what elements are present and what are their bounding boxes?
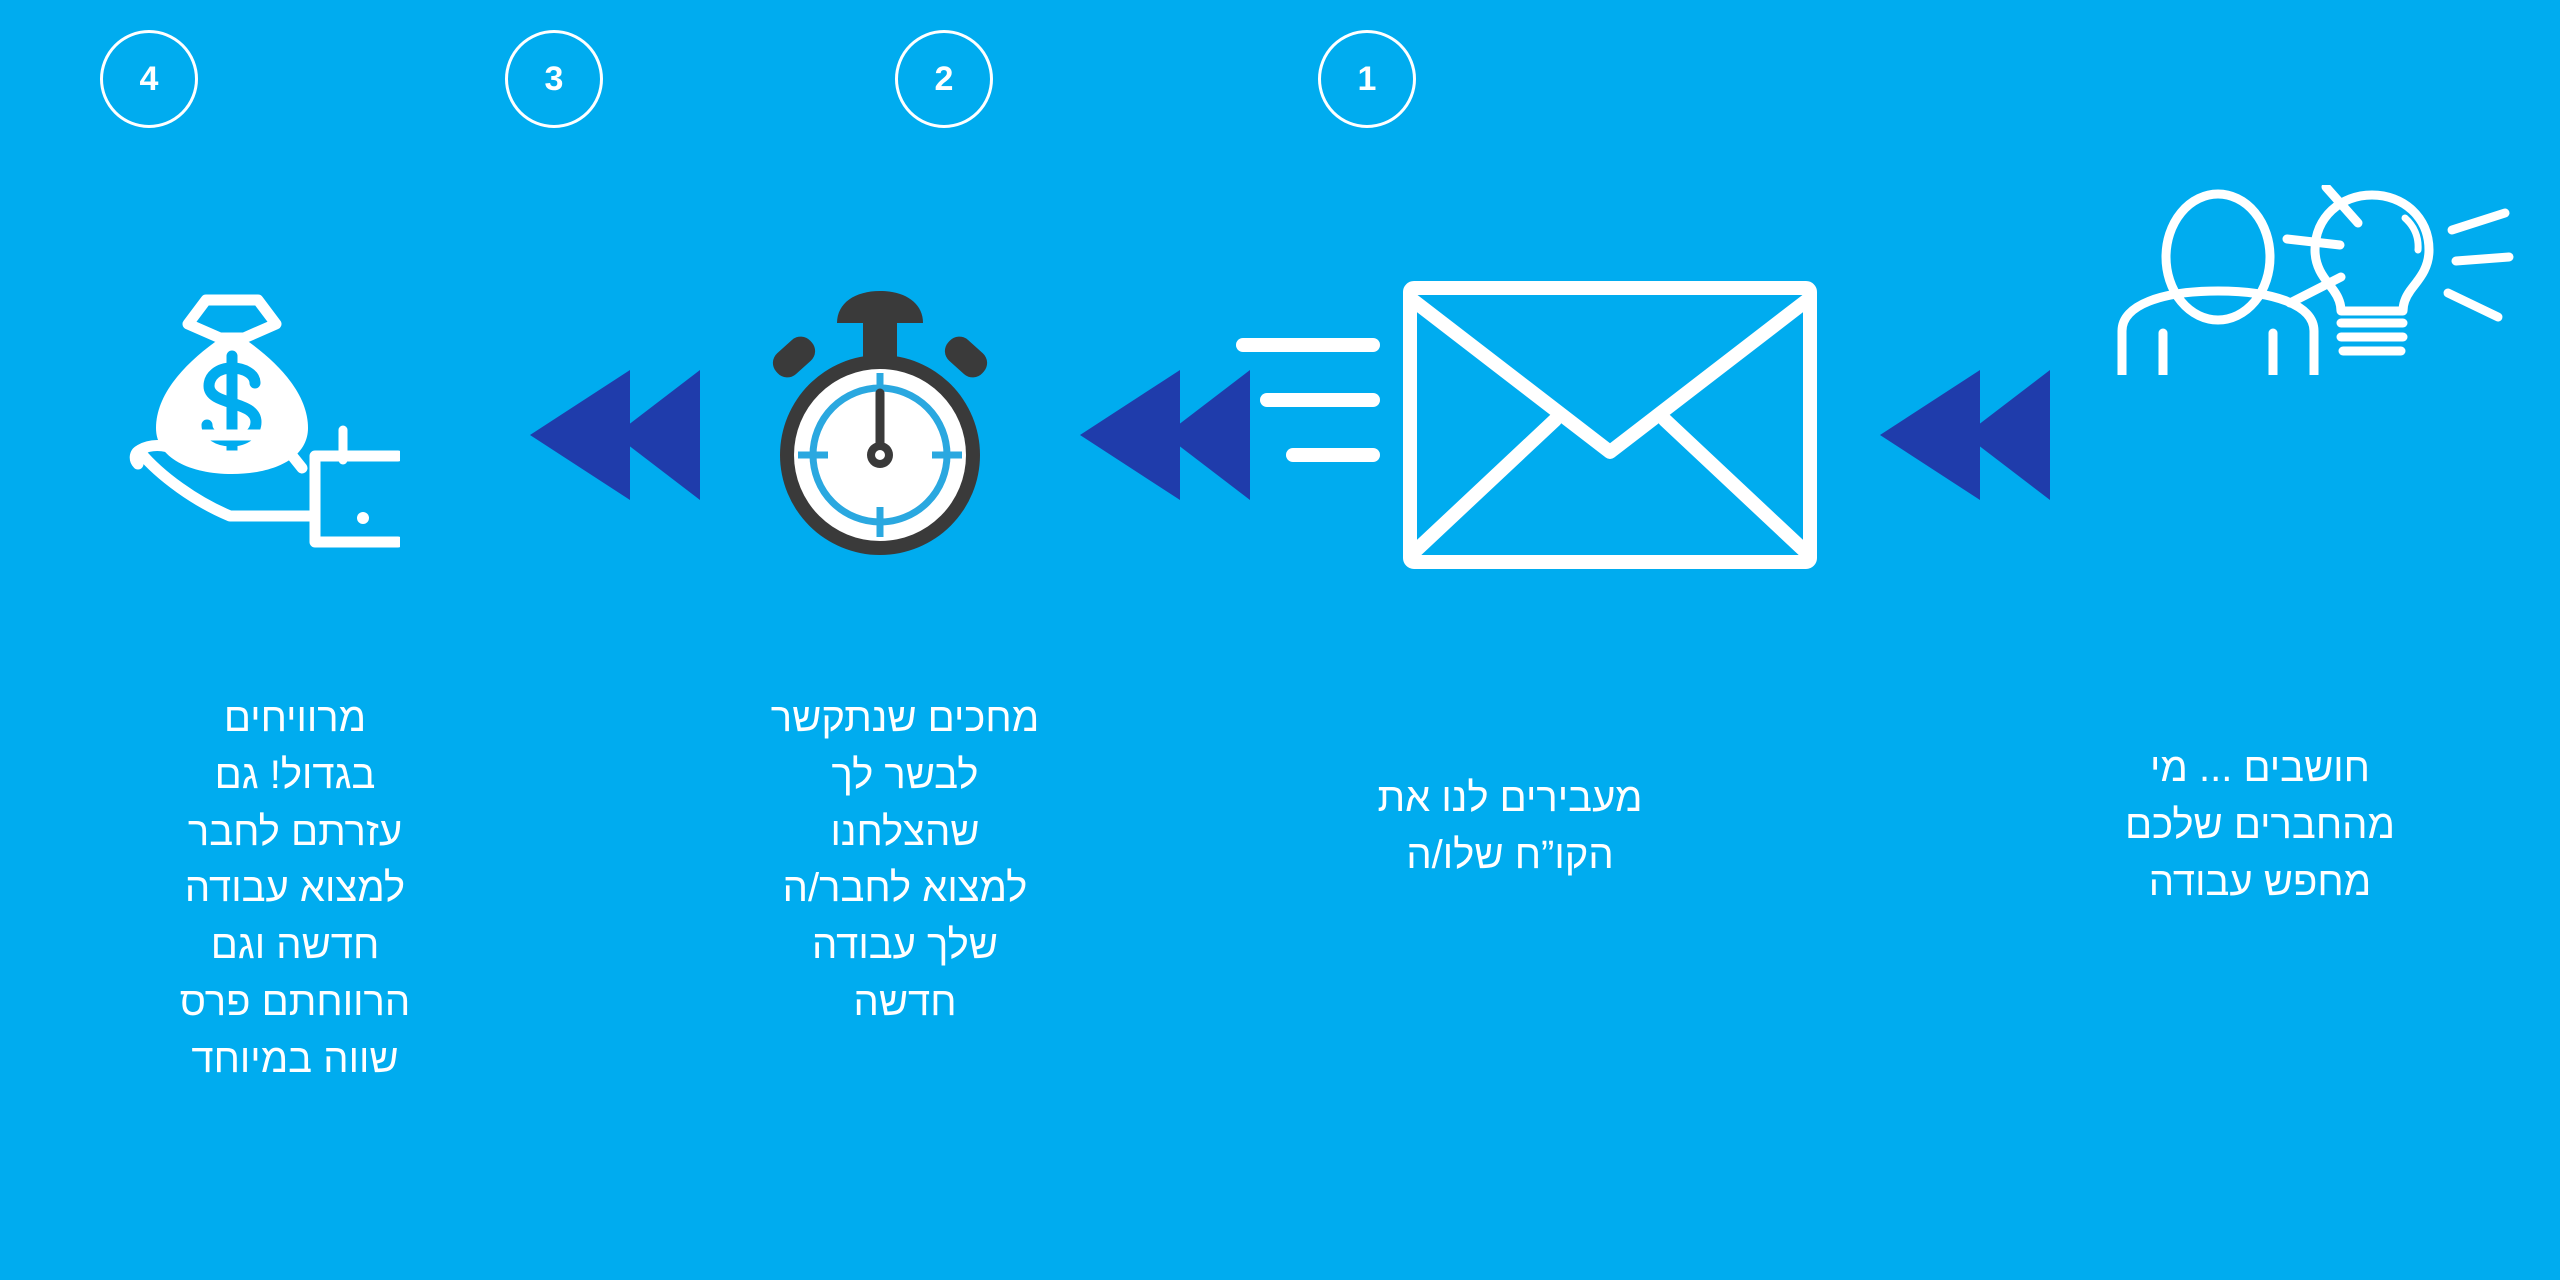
step-number-circle-1: 1 [1318,30,1416,128]
step-caption-2: מעבירים לנו את הקו”ח שלו/ה [1377,776,1643,877]
step-caption-4: מרוויחים בגדול! גם עזרתם לחבר למצוא עבוד… [179,696,411,1081]
step-caption-1: חושבים ... מי מהחברים שלכם מחפש עבודה [2125,746,2395,904]
step-number-circle-3: 3 [505,30,603,128]
arrow-step2-to-step3 [1080,370,1250,500]
hand-with-money-bag-icon [110,280,400,570]
envelope-icon [1225,280,1820,570]
step-caption-3: מחכים שנתקשר לבשר לך שהצלחנו למצוא לחבר/… [770,696,1040,1024]
step-number-circle-2: 2 [895,30,993,128]
step-number-label-2: 2 [934,60,954,98]
step-number-label-4: 4 [139,60,159,98]
stopwatch-icon [745,285,1015,560]
step-number-label-3: 3 [544,60,564,98]
arrow-step1-to-step2 [1880,370,2050,500]
step-number-circle-4: 4 [100,30,198,128]
step-number-label-1: 1 [1357,60,1377,98]
arrow-step3-to-step4 [530,370,700,500]
person-with-lightbulb-icon [2100,185,2520,375]
